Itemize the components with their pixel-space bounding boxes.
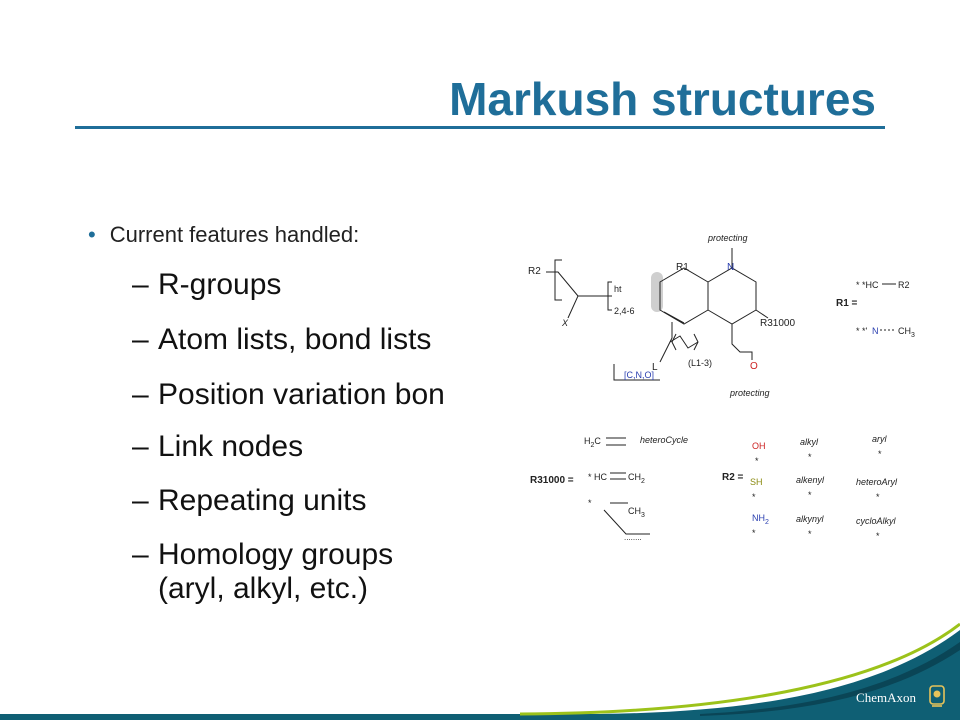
r31000-heterocycle: heteroCycle bbox=[640, 435, 688, 445]
list-item-atom-lists: –Atom lists, bond lists bbox=[132, 323, 431, 357]
r2-sh: SH bbox=[750, 477, 763, 487]
position-variation-highlight bbox=[651, 272, 663, 312]
dash-icon: – bbox=[132, 378, 149, 411]
slide-title: Markush structures bbox=[449, 73, 876, 125]
atom-n: N bbox=[727, 262, 734, 273]
r2-def-label: R2 = bbox=[722, 472, 744, 483]
r31000-dots: ........ bbox=[624, 533, 642, 542]
r31000-ch2: CH2 bbox=[628, 472, 645, 485]
r2-star-heteroaryl: * bbox=[876, 492, 880, 502]
list-item-text: Position variation bon bbox=[158, 378, 445, 411]
r2-heteroaryl: heteroAryl bbox=[856, 477, 898, 487]
list-item-text: Link nodes bbox=[158, 430, 304, 463]
label-ht: ht bbox=[614, 284, 622, 294]
dash-icon: – bbox=[132, 538, 149, 571]
r2-star-alkynyl: * bbox=[808, 529, 812, 539]
r2-star-3: * bbox=[752, 528, 756, 538]
r31000-hc: * HC bbox=[588, 472, 608, 482]
r1-def-row2-group: CH3 bbox=[898, 326, 915, 339]
dash-icon: – bbox=[132, 268, 149, 301]
bullet-main-text: Current features handled: bbox=[109, 222, 360, 247]
atom-o: O bbox=[750, 361, 758, 372]
r2-bracket-left bbox=[554, 259, 562, 301]
list-item-text: R-groups bbox=[158, 268, 282, 301]
bullet-main: • Current features handled: bbox=[88, 222, 359, 248]
label-r1: R1 bbox=[676, 262, 689, 273]
r2-oh: OH bbox=[752, 441, 766, 451]
r2-alkenyl: alkenyl bbox=[796, 475, 825, 485]
footer-green-line bbox=[519, 622, 960, 716]
chemaxon-brand: ChemAxon bbox=[856, 690, 916, 705]
r31000-ch3: CH3 bbox=[628, 506, 645, 519]
r2-star-1: * bbox=[755, 456, 759, 466]
right-ring bbox=[707, 267, 757, 325]
list-item-position-variation-clip: –Position variation bon bbox=[132, 378, 517, 418]
r2-star-alkenyl: * bbox=[808, 490, 812, 500]
list-item-link-nodes: –Link nodes bbox=[132, 430, 303, 464]
list-item-position-variation: –Position variation bon bbox=[132, 378, 445, 412]
r1-def-row2-prefix: * *' bbox=[856, 326, 868, 336]
footer-wave-dark bbox=[700, 642, 960, 716]
list-item-homology-groups: –Homology groups (aryl, alkyl, etc.) bbox=[132, 538, 393, 606]
label-r2-left: R2 bbox=[528, 266, 541, 277]
label-r31000: R31000 bbox=[760, 318, 795, 329]
dash-icon: – bbox=[132, 430, 149, 463]
r2-cycloalkyl: cycloAlkyl bbox=[856, 516, 897, 526]
list-item-text: Homology groups bbox=[158, 538, 394, 571]
footer-wave bbox=[0, 630, 960, 720]
r2-star-alkyl: * bbox=[808, 452, 812, 462]
r2-star-aryl: * bbox=[878, 449, 882, 459]
r2-alkyl: alkyl bbox=[800, 437, 819, 447]
label-protecting-top: protecting bbox=[707, 233, 748, 243]
ht-bracket bbox=[607, 281, 612, 311]
r1-def-label: R1 = bbox=[836, 298, 858, 309]
label-l-range: (L1-3) bbox=[688, 358, 712, 368]
r2-star-2: * bbox=[752, 492, 756, 502]
list-item-text: Atom lists, bond lists bbox=[158, 323, 432, 356]
markush-structure-figure: protecting N R1 R2 ht 2,4-6 X R31000 L (… bbox=[528, 233, 915, 542]
list-item-text: Repeating units bbox=[158, 484, 367, 517]
r2-star-cycloalkyl: * bbox=[876, 531, 880, 541]
dash-icon: – bbox=[132, 323, 149, 356]
crest-logo-icon bbox=[929, 685, 945, 707]
list-item-continuation: (aryl, alkyl, etc.) bbox=[158, 572, 369, 605]
label-l: L bbox=[652, 362, 658, 373]
r2-chain bbox=[546, 271, 579, 319]
left-ring bbox=[659, 267, 709, 325]
label-protecting-bottom: protecting bbox=[729, 388, 770, 398]
dash-icon: – bbox=[132, 484, 149, 517]
label-ht-index: 2,4-6 bbox=[614, 306, 635, 316]
r31000-h2c: H2C bbox=[584, 436, 601, 449]
r1-def-row2-n: N bbox=[872, 326, 879, 336]
r2-aryl: aryl bbox=[872, 434, 888, 444]
bullet-dot-icon: • bbox=[88, 222, 96, 247]
list-item-r-groups: –R-groups bbox=[132, 268, 281, 302]
label-x: X bbox=[561, 318, 569, 328]
r2-nh2: NH2 bbox=[752, 513, 769, 526]
r1-def-row1-prefix: * *HC bbox=[856, 280, 879, 290]
title-underline bbox=[75, 126, 885, 129]
r31000-star: * bbox=[588, 498, 592, 508]
list-item-repeating-units: –Repeating units bbox=[132, 484, 366, 518]
r1-def-row1-group: R2 bbox=[898, 280, 910, 290]
r2-alkynyl: alkynyl bbox=[796, 514, 825, 524]
r31000-def-label: R31000 = bbox=[530, 475, 574, 486]
footer-band bbox=[0, 622, 960, 720]
label-atom-list: [C,N,O] bbox=[624, 370, 654, 380]
